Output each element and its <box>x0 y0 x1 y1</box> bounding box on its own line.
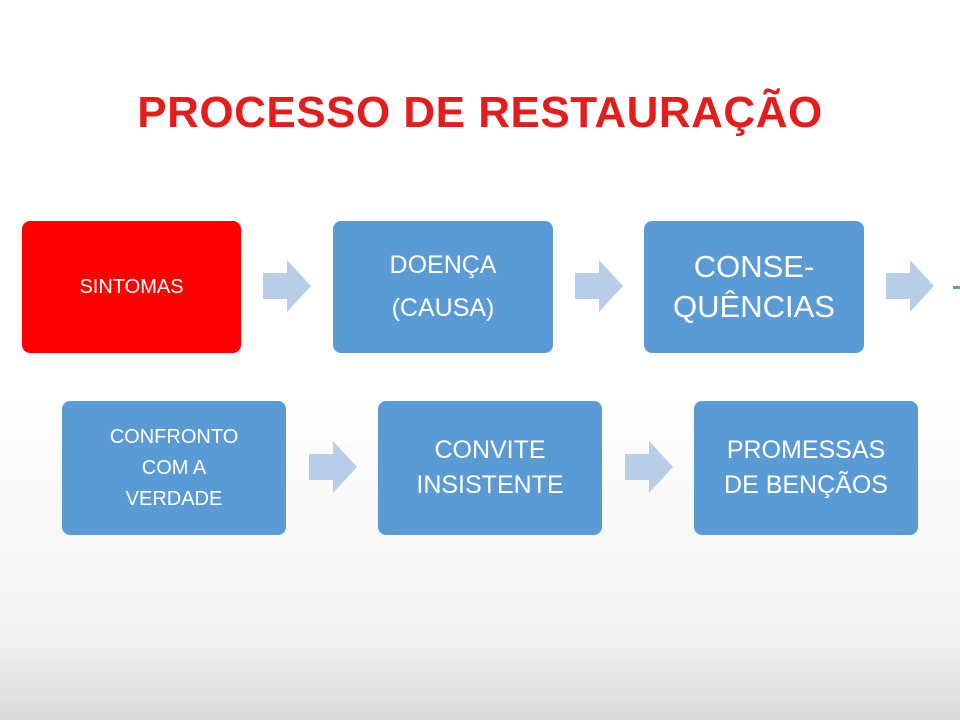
arrow-right-icon <box>575 260 623 312</box>
connector-stub <box>953 286 960 289</box>
slide-title: PROCESSO DE RESTAURAÇÃO <box>137 88 823 137</box>
step-promessas: PROMESSAS DE BENÇÃOS <box>694 401 918 535</box>
arrow-right-icon <box>625 441 673 493</box>
step-doenca-label-line2: (CAUSA) <box>391 294 495 322</box>
step-sintomas-label: SINTOMAS <box>79 275 184 298</box>
step-confronto: CONFRONTO COM A VERDADE <box>62 401 286 535</box>
step-promessas-label: PROMESSAS DE BENÇÃOS <box>724 436 888 499</box>
step-doenca: DOENÇA (CAUSA) <box>333 221 553 353</box>
arrow-right-icon <box>309 441 357 493</box>
step-doenca-label-line1: DOENÇA <box>389 251 497 279</box>
step-consequencias: CONSE- QUÊNCIAS <box>644 221 864 353</box>
arrow-right-icon <box>886 260 934 312</box>
step-sintomas: SINTOMAS <box>22 221 241 353</box>
arrow-right-icon <box>263 260 311 312</box>
step-convite: CONVITE INSISTENTE <box>378 401 602 535</box>
step-consequencias-label: CONSE- QUÊNCIAS <box>673 249 835 324</box>
step-convite-label: CONVITE INSISTENTE <box>416 436 564 499</box>
step-confronto-label: CONFRONTO COM A VERDADE <box>109 425 239 510</box>
